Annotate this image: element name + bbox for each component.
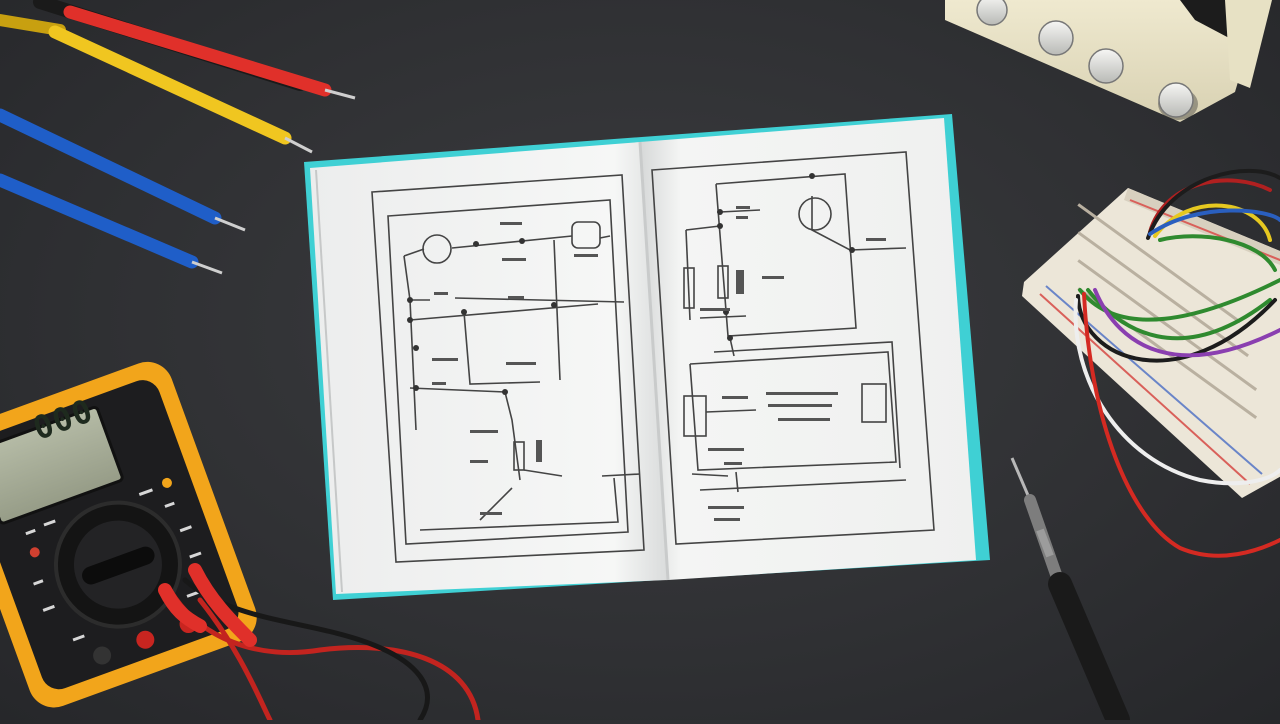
schematic-left-labels: [432, 222, 598, 515]
multimeter-icon: [0, 361, 257, 708]
schematic-right-labels: [700, 206, 886, 521]
probe-pen-blue-1: [0, 108, 246, 232]
probe-pen-blue-2: [0, 173, 223, 275]
probe-pen-red: [33, 0, 356, 100]
test-leads: [158, 563, 481, 723]
probe-pens: [0, 0, 356, 275]
schematic-left: [371, 174, 645, 563]
schematic-left-nodes: [407, 238, 557, 395]
schematic-book-icon: [304, 114, 990, 600]
soldering-iron-icon: [1010, 457, 1130, 724]
schematic-right: [651, 151, 935, 545]
jumper-wires: [1073, 169, 1280, 558]
probe-pen-yellow: [0, 14, 313, 154]
oscilloscope-icon: [945, 0, 1272, 122]
